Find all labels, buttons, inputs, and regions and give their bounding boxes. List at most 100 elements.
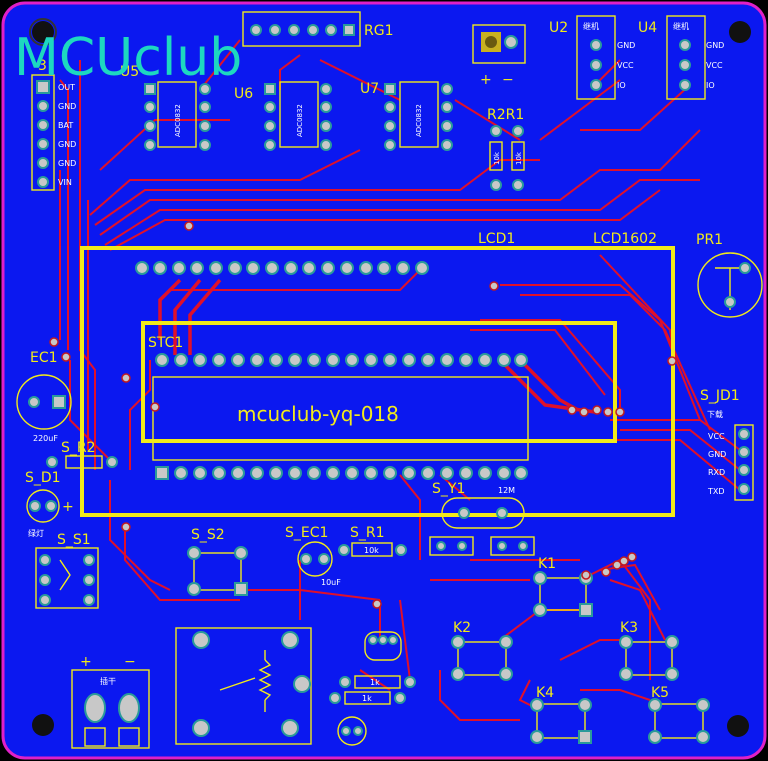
s-d1-plus: + <box>62 499 74 515</box>
mounting-holes <box>29 18 751 737</box>
u5-label: U5 <box>120 64 139 80</box>
potentiometer-block <box>175 627 312 745</box>
u6-chip-text: ADC0832 <box>296 104 304 137</box>
u2-pin-2: VCC <box>617 61 634 70</box>
pr1-label: PR1 <box>696 232 723 248</box>
k2-label: K2 <box>453 620 471 636</box>
u5-chip: U5 ADC0832 <box>120 64 211 151</box>
j3-pin-6: VIN <box>58 178 72 187</box>
small-r1-value: 1k <box>370 678 380 687</box>
s-r2-label: S_R2 <box>61 440 96 456</box>
stc1-top-pins <box>155 353 528 367</box>
u4-pin-1: GND <box>706 41 724 50</box>
dc-minus: − <box>124 654 136 670</box>
j3-pin-5: GND <box>58 159 76 168</box>
k1-label: K1 <box>538 556 556 572</box>
s-ec1-value: 10uF <box>321 578 341 587</box>
ec1-label: EC1 <box>30 350 58 366</box>
ec1-capacitor: EC1 220uF <box>16 350 72 443</box>
s-s1-label: S_S1 <box>57 532 91 548</box>
small-r2-value: 1k <box>362 694 372 703</box>
dc-caption: 插干 <box>100 676 116 686</box>
s-d1-led: S_D1 + 绿灯 <box>25 470 74 538</box>
j3-header: 3 OUT GND BAT GND GND VIN <box>31 58 76 191</box>
stc1-label: STC1 <box>148 335 183 351</box>
stc1-bottom-pins <box>155 466 528 480</box>
u2-module: U2 继机 GND VCC IO <box>549 15 635 100</box>
power-terminal-top: + − <box>472 24 526 88</box>
u6-chip: U6 ADC0832 <box>234 81 332 151</box>
s-jd1-header: S_JD1 下载 VCC GND RXD TXD <box>700 388 754 501</box>
s-r1-value: 10k <box>364 546 379 555</box>
k4-label: K4 <box>536 685 554 701</box>
u6-label: U6 <box>234 86 253 102</box>
r2-r1-resistors: R2R1 10k 10k <box>487 107 525 191</box>
lcd1602: LCD1 LCD1602 <box>80 231 675 517</box>
jd1-pin-1: VCC <box>708 432 725 441</box>
power-minus: − <box>502 72 514 88</box>
s-ec1-label: S_EC1 <box>285 525 328 541</box>
u4-pin-2: VCC <box>706 61 723 70</box>
j3-pin-4: GND <box>58 140 76 149</box>
r1-value: 10k <box>515 151 523 165</box>
key-k4: K4 <box>530 685 592 744</box>
r2r1-label: R2R1 <box>487 107 524 123</box>
power-plus: + <box>480 72 492 88</box>
key-k2: K2 <box>451 620 513 681</box>
k5-label: K5 <box>651 685 669 701</box>
lcd1-label: LCD1 <box>478 231 515 247</box>
u7-chip: U7 ADC0832 <box>360 81 453 151</box>
s-y1-crystal: S_Y1 12M <box>429 481 535 556</box>
u5-chip-text: ADC0832 <box>174 104 182 137</box>
u4-module: U4 继机 GND VCC IO <box>638 15 724 100</box>
key-k5: K5 <box>648 685 710 744</box>
u7-label: U7 <box>360 81 379 97</box>
u4-label: U4 <box>638 20 657 36</box>
small-parts: 1k 1k <box>329 631 416 746</box>
rg1-label: RG1 <box>364 23 393 39</box>
s-y1-value: 12M <box>498 486 515 495</box>
s-d1-label: S_D1 <box>25 470 61 486</box>
s-y1-label: S_Y1 <box>432 481 465 497</box>
stc1-mcu: STC1 mcuclub-yq-018 <box>141 321 617 480</box>
jd1-pin-0: 下载 <box>707 409 723 419</box>
r2-value: 10k <box>493 151 501 165</box>
u2-pin-1: GND <box>617 41 635 50</box>
u4-pin-3: IO <box>706 81 715 90</box>
j3-pin-2: GND <box>58 102 76 111</box>
k3-label: K3 <box>620 620 638 636</box>
ec1-value: 220uF <box>33 434 58 443</box>
dc-plus: + <box>80 654 92 670</box>
rg1-connector: RG1 <box>242 11 393 47</box>
u2-label: U2 <box>549 20 568 36</box>
board-name: mcuclub-yq-018 <box>237 402 399 426</box>
s-r1-label: S_R1 <box>350 525 385 541</box>
u7-chip-text: ADC0832 <box>415 104 423 137</box>
pr1-sensor: PR1 <box>696 232 763 318</box>
j3-pin-1: OUT <box>58 83 75 92</box>
s-s1-switch: S_S1 <box>35 532 99 609</box>
s-d1-caption: 绿灯 <box>28 528 44 538</box>
key-k3: K3 <box>619 620 679 681</box>
s-r2-resistor: S_R2 <box>46 440 118 469</box>
lcd-pin-row <box>135 261 429 275</box>
s-s2-button: S_S2 <box>187 527 248 596</box>
s-s2-label: S_S2 <box>191 527 225 543</box>
lcd1602-label: LCD1602 <box>593 231 657 247</box>
j3-label: 3 <box>38 58 47 74</box>
s-ec1-capacitor: S_EC1 10uF <box>285 525 341 587</box>
u2-title: 继机 <box>583 21 599 31</box>
stc1-outline <box>141 321 617 443</box>
watermark: MCUclub <box>14 28 242 88</box>
jd1-pin-4: TXD <box>707 487 725 496</box>
u2-pin-3: IO <box>617 81 626 90</box>
s-r1-resistor: S_R1 10k <box>338 525 407 557</box>
lcd-outline <box>80 246 675 517</box>
u4-title: 继机 <box>673 21 689 31</box>
vias <box>49 221 677 609</box>
j3-pin-3: BAT <box>58 121 73 130</box>
s-jd1-label: S_JD1 <box>700 388 740 404</box>
jd1-pin-2: GND <box>708 450 726 459</box>
